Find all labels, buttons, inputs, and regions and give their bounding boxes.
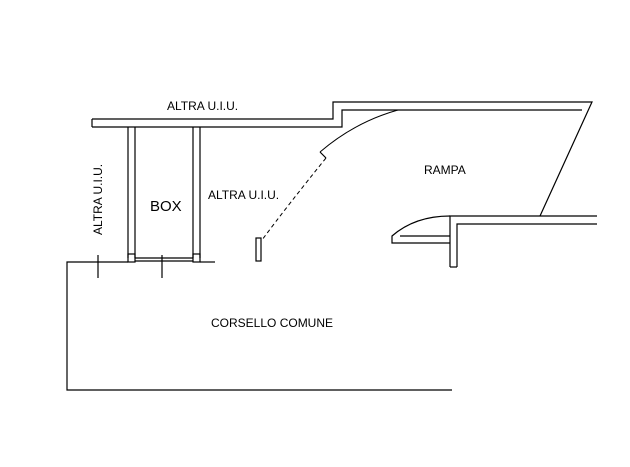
label-corsello: CORSELLO COMUNE [211, 316, 333, 330]
label-altra-top: ALTRA U.I.U. [167, 99, 238, 113]
corridor-outline [66, 255, 452, 391]
ramp-structure [391, 215, 597, 268]
door-swing [255, 109, 399, 262]
label-box: BOX [150, 198, 182, 215]
top-wall [91, 101, 593, 217]
label-rampa: RAMPA [424, 163, 466, 177]
box-walls [127, 127, 201, 263]
label-altra-left: ALTRA U.I.U. [91, 164, 105, 235]
label-altra-middle: ALTRA U.I.U. [208, 188, 279, 202]
